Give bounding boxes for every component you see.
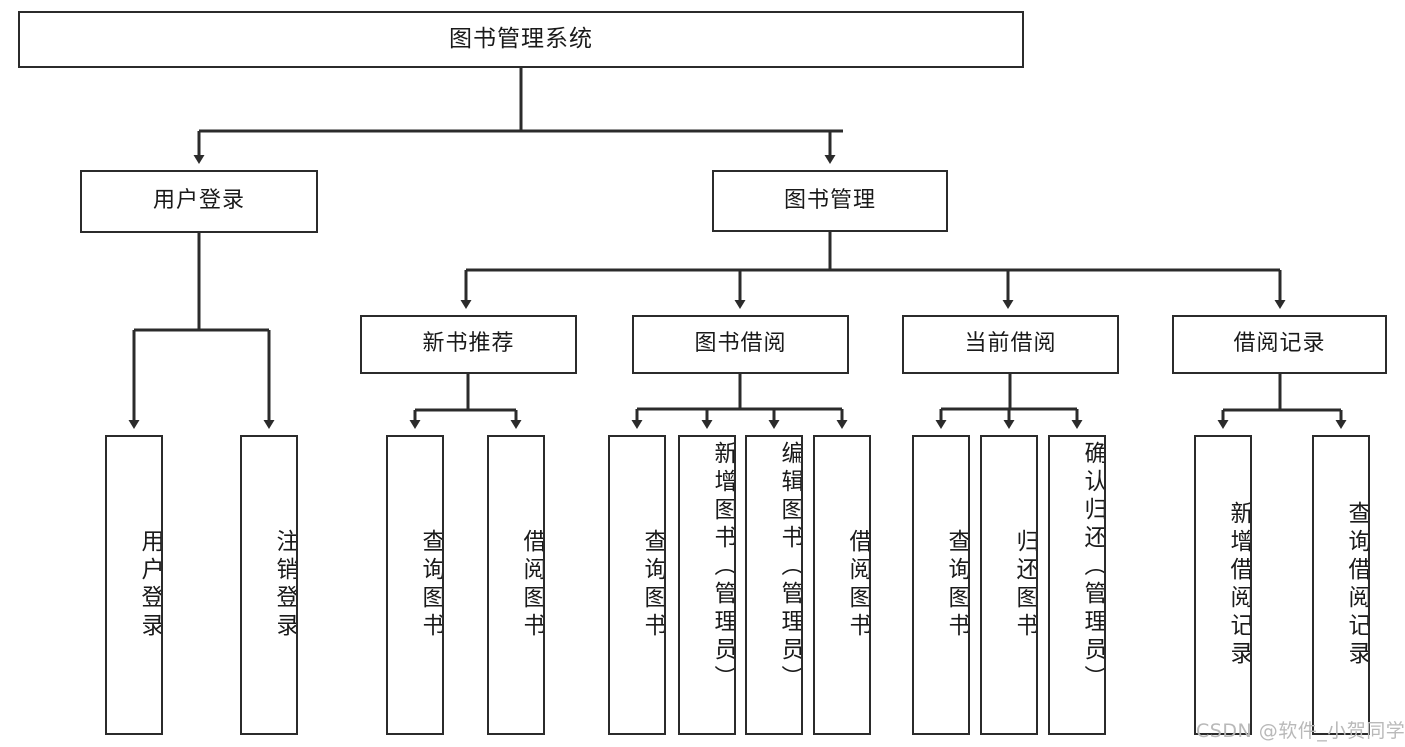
node-leaf-query-book-3[interactable]: 查询图书	[912, 435, 970, 735]
node-leaf-add-book-label: 新增图书（管理员）	[710, 441, 736, 693]
node-leaf-user-login[interactable]: 用户登录	[105, 435, 163, 735]
node-user-login-label: 用户登录	[152, 188, 245, 214]
node-new-book-recommend-label: 新书推荐	[422, 331, 515, 357]
node-leaf-logout-label: 注销登录	[272, 529, 298, 641]
node-root[interactable]: 图书管理系统	[18, 11, 1024, 68]
node-borrow-record[interactable]: 借阅记录	[1172, 315, 1387, 374]
node-book-manage-label: 图书管理	[783, 187, 876, 213]
node-leaf-borrow-book-2-label: 借阅图书	[845, 529, 871, 641]
node-leaf-borrow-book-1-label: 借阅图书	[519, 529, 545, 641]
node-book-borrow[interactable]: 图书借阅	[632, 315, 849, 374]
node-leaf-confirm-return-label: 确认归还（管理员）	[1080, 441, 1106, 693]
node-leaf-borrow-book-1[interactable]: 借阅图书	[487, 435, 545, 735]
node-leaf-return-book-label: 归还图书	[1012, 529, 1038, 641]
node-leaf-query-book-1-label: 查询图书	[418, 529, 444, 641]
node-root-label: 图书管理系统	[449, 25, 593, 52]
node-leaf-logout[interactable]: 注销登录	[240, 435, 298, 735]
node-leaf-query-book-3-label: 查询图书	[944, 529, 970, 641]
node-leaf-query-book-2[interactable]: 查询图书	[608, 435, 666, 735]
node-leaf-query-record-label: 查询借阅记录	[1344, 501, 1370, 669]
node-leaf-confirm-return[interactable]: 确认归还（管理员）	[1048, 435, 1106, 735]
node-leaf-edit-book-label: 编辑图书（管理员）	[777, 441, 803, 693]
node-leaf-query-book-1[interactable]: 查询图书	[386, 435, 444, 735]
node-leaf-add-record-label: 新增借阅记录	[1226, 501, 1252, 669]
node-new-book-recommend[interactable]: 新书推荐	[360, 315, 577, 374]
node-leaf-query-record[interactable]: 查询借阅记录	[1312, 435, 1370, 735]
node-borrow-record-label: 借阅记录	[1233, 331, 1326, 357]
node-leaf-user-login-label: 用户登录	[137, 529, 163, 641]
node-leaf-add-book[interactable]: 新增图书（管理员）	[678, 435, 736, 735]
node-current-borrow-label: 当前借阅	[964, 331, 1057, 357]
node-current-borrow[interactable]: 当前借阅	[902, 315, 1119, 374]
node-book-manage[interactable]: 图书管理	[712, 170, 948, 232]
node-user-login[interactable]: 用户登录	[80, 170, 318, 233]
node-leaf-add-record[interactable]: 新增借阅记录	[1194, 435, 1252, 735]
node-leaf-edit-book[interactable]: 编辑图书（管理员）	[745, 435, 803, 735]
node-leaf-borrow-book-2[interactable]: 借阅图书	[813, 435, 871, 735]
node-book-borrow-label: 图书借阅	[694, 331, 787, 357]
node-leaf-return-book[interactable]: 归还图书	[980, 435, 1038, 735]
node-leaf-query-book-2-label: 查询图书	[640, 529, 666, 641]
